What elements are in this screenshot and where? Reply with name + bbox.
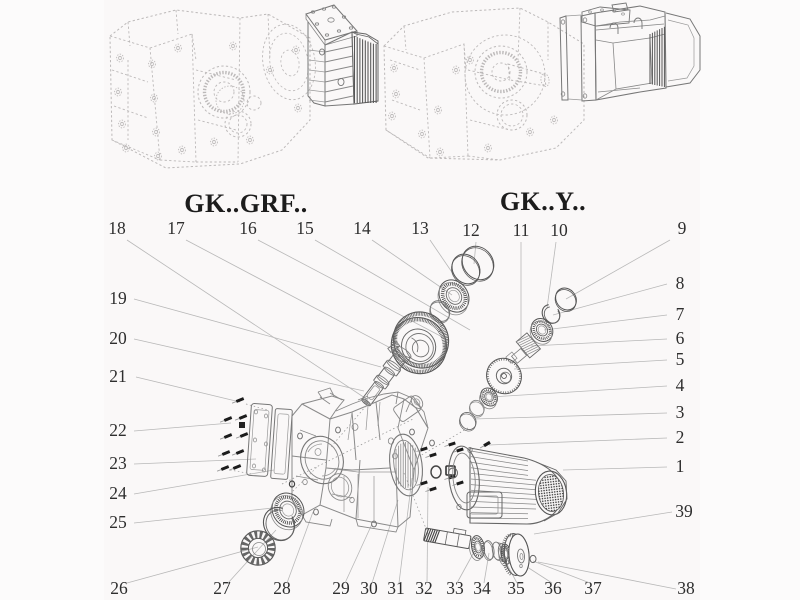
svg-text:2: 2: [676, 427, 685, 447]
svg-text:GK..Y..: GK..Y..: [500, 187, 586, 216]
svg-text:19: 19: [109, 288, 127, 308]
svg-text:28: 28: [273, 578, 291, 598]
svg-text:38: 38: [677, 578, 695, 598]
svg-text:6: 6: [676, 328, 685, 348]
svg-text:30: 30: [360, 578, 378, 598]
svg-text:24: 24: [109, 483, 127, 503]
svg-text:33: 33: [446, 578, 464, 598]
svg-text:12: 12: [462, 220, 480, 240]
svg-text:14: 14: [353, 218, 371, 238]
svg-text:8: 8: [676, 273, 685, 293]
svg-text:39: 39: [675, 501, 693, 521]
svg-text:37: 37: [584, 578, 602, 598]
svg-text:5: 5: [676, 349, 685, 369]
svg-text:10: 10: [550, 220, 568, 240]
svg-text:27: 27: [213, 578, 231, 598]
svg-text:21: 21: [109, 366, 127, 386]
svg-text:20: 20: [109, 328, 127, 348]
svg-text:GK..GRF..: GK..GRF..: [184, 189, 307, 218]
svg-text:16: 16: [239, 218, 257, 238]
svg-text:31: 31: [387, 578, 405, 598]
svg-text:18: 18: [108, 218, 126, 238]
svg-text:25: 25: [109, 512, 127, 532]
svg-text:17: 17: [167, 218, 185, 238]
svg-text:3: 3: [676, 402, 685, 422]
svg-text:9: 9: [678, 218, 687, 238]
svg-text:7: 7: [676, 304, 685, 324]
svg-text:11: 11: [513, 220, 530, 240]
svg-text:15: 15: [296, 218, 314, 238]
svg-text:4: 4: [676, 375, 685, 395]
svg-text:22: 22: [109, 420, 127, 440]
svg-text:1: 1: [676, 456, 685, 476]
svg-text:29: 29: [332, 578, 350, 598]
svg-text:26: 26: [110, 578, 128, 598]
svg-text:32: 32: [415, 578, 433, 598]
svg-text:34: 34: [473, 578, 491, 598]
svg-text:23: 23: [109, 453, 127, 473]
svg-text:13: 13: [411, 218, 429, 238]
svg-text:36: 36: [544, 578, 562, 598]
